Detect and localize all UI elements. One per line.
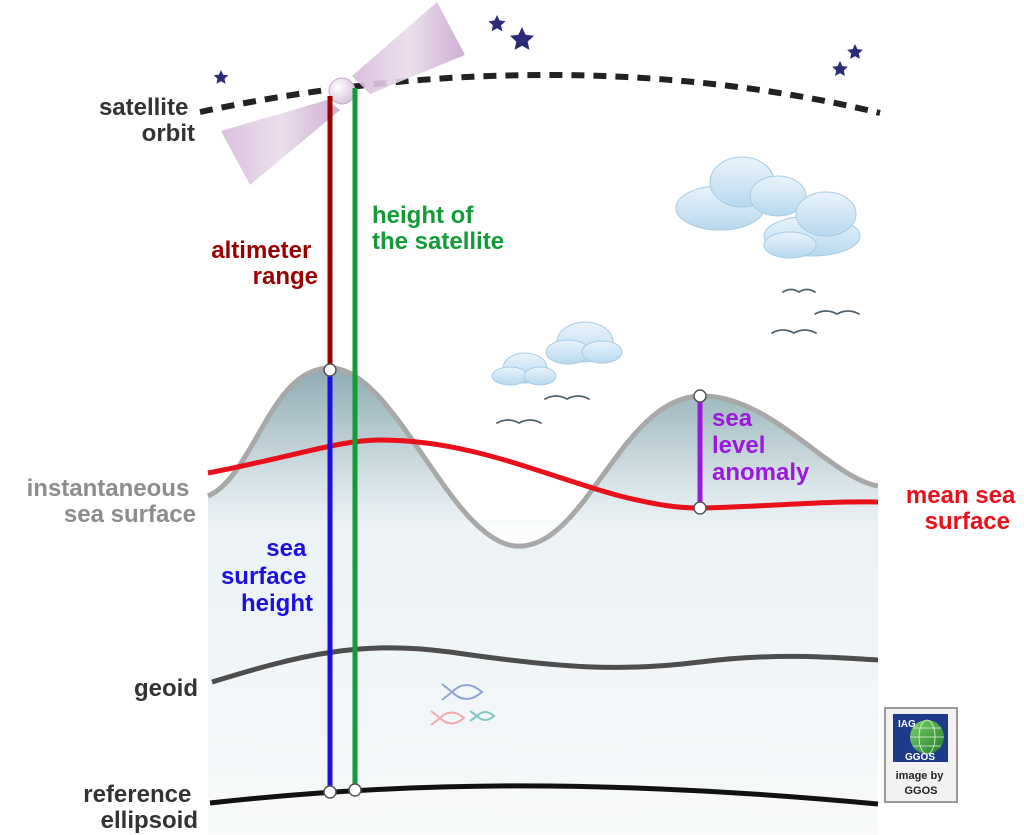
satellite-body [328, 77, 356, 105]
globe-grid-icon [910, 719, 944, 755]
bird-icon [782, 288, 816, 294]
geoid-line [211, 645, 879, 685]
clouds [491, 156, 861, 386]
bird-icon [544, 395, 590, 401]
instantaneous-sea-surface-label: instantaneous sea surface [27, 475, 196, 528]
height-of-satellite-label: height of the satellite [372, 202, 504, 255]
sea-level-anomaly-label: sea level anomaly [712, 405, 810, 486]
stars [213, 15, 863, 84]
fish [430, 683, 496, 726]
cloud-icon [545, 321, 623, 365]
star-icon [510, 27, 534, 50]
endpoint-marker [323, 785, 337, 799]
endpoint-markers [323, 363, 707, 799]
ggos-credit: IAG GGOS image by GGOS [884, 707, 958, 803]
logo-top-text: IAG [898, 719, 916, 730]
logo-bottom-text: GGOS [905, 752, 935, 763]
endpoint-marker [323, 363, 337, 377]
sea-surface-height-label: sea surface height [221, 535, 313, 617]
altimeter-range-label: altimeter range [211, 237, 318, 290]
instantaneous-sea-surface-line [206, 365, 879, 549]
fish-icon [469, 710, 496, 722]
mean-sea-surface-line [207, 437, 879, 511]
credit-caption: image by GGOS [896, 770, 947, 797]
star-icon [213, 70, 229, 84]
bird-icon [496, 419, 542, 425]
endpoint-marker [348, 783, 362, 797]
fish-icon [441, 683, 484, 701]
satellite-orbit-line [199, 71, 881, 116]
endpoint-marker [693, 389, 707, 403]
satellite-orbit-label: satellite orbit [99, 94, 195, 147]
fish-icon [430, 710, 466, 726]
reference-ellipsoid-label: reference ellipsoid [83, 781, 198, 834]
solar-panel-lower [221, 100, 340, 185]
cloud-icon [675, 156, 861, 259]
bird-icon [771, 329, 817, 335]
satellite [221, 2, 465, 185]
solar-panel-upper [352, 2, 465, 94]
mean-sea-surface-label: mean sea surface [906, 482, 1022, 535]
cloud-icon [491, 352, 557, 386]
endpoint-marker [693, 501, 707, 515]
star-icon [488, 15, 506, 32]
star-icon [847, 44, 863, 59]
geoid-label: geoid [134, 675, 198, 702]
wave-crest-shading [208, 368, 878, 547]
birds [496, 288, 860, 425]
reference-ellipsoid-line [209, 783, 879, 807]
star-icon [832, 61, 848, 76]
bird-icon [814, 310, 860, 316]
